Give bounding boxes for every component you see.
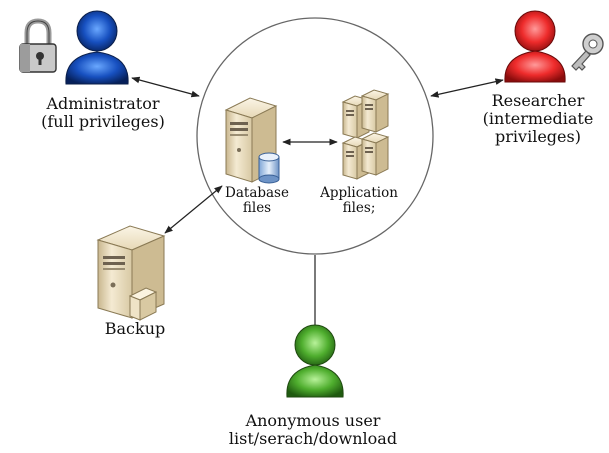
anonymous-title: Anonymous user xyxy=(245,411,381,430)
administrator-title: Administrator xyxy=(46,94,160,113)
researcher-privileges-2: privileges) xyxy=(495,126,581,146)
admin-connector xyxy=(131,76,200,98)
application-servers-icon xyxy=(341,89,390,180)
database-files-label: Database files xyxy=(214,185,300,217)
database-server-icon xyxy=(224,97,280,184)
application-label-2: files; xyxy=(342,200,376,217)
researcher-title: Researcher xyxy=(491,91,585,110)
padlock-icon xyxy=(19,18,57,73)
application-label-1: Application xyxy=(320,185,398,201)
database-label-1: Database xyxy=(225,185,289,201)
backup-label: Backup xyxy=(85,320,185,338)
researcher-privileges-1: (intermediate xyxy=(482,108,594,128)
anonymous-person-icon xyxy=(286,324,344,398)
application-files-label: Application files; xyxy=(304,185,414,217)
backup-title: Backup xyxy=(104,319,166,338)
system-boundary-circle xyxy=(196,17,434,255)
researcher-label: Researcher (intermediate privileges) xyxy=(468,92,608,146)
database-label-2: files xyxy=(242,200,272,217)
researcher-connector xyxy=(430,78,504,98)
administrator-person-icon xyxy=(65,10,129,85)
administrator-label: Administrator (full privileges) xyxy=(28,95,178,131)
backup-connector xyxy=(164,185,223,234)
anonymous-actions: list/serach/download xyxy=(228,428,398,448)
key-icon xyxy=(571,33,604,71)
anonymous-user-label: Anonymous user list/serach/download xyxy=(218,412,408,448)
researcher-person-icon xyxy=(504,10,566,83)
administrator-privileges: (full privileges) xyxy=(41,111,165,131)
backup-server-icon xyxy=(96,225,166,321)
